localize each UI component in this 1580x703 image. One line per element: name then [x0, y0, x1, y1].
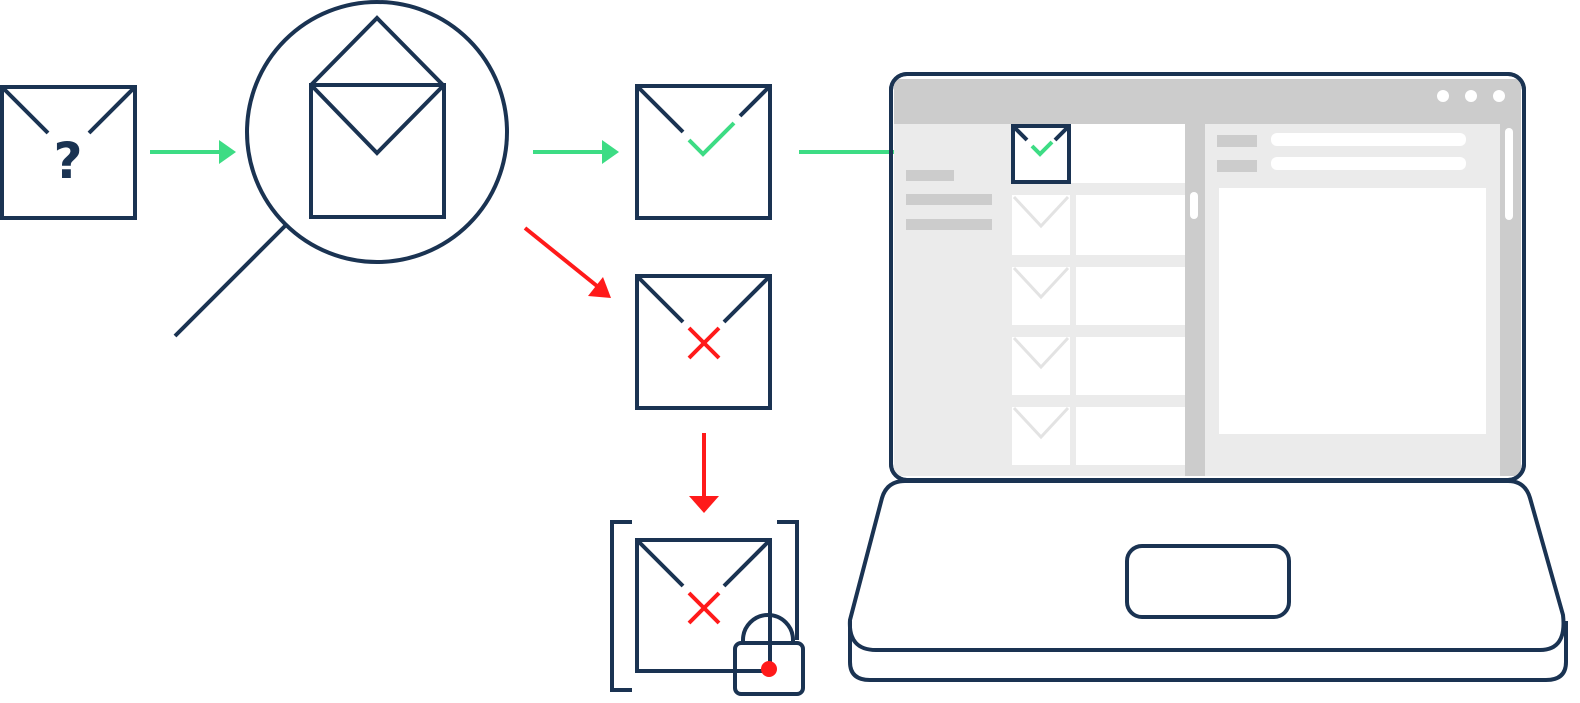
mail-client-screen [894, 79, 1521, 476]
list-scroll-thumb [1190, 192, 1198, 219]
list-scrollbar [1185, 124, 1205, 476]
header-value-placeholder [1271, 157, 1466, 170]
nav-placeholder [906, 194, 992, 205]
nav-placeholder [906, 170, 954, 181]
inbox-row-envelope-icon [1012, 336, 1070, 370]
nav-placeholder [906, 219, 992, 230]
inbox-row-envelope-icon [1012, 266, 1070, 300]
header-value-placeholder [1271, 133, 1466, 146]
envelope-question-icon: ? [0, 85, 137, 220]
pane-scroll-thumb [1505, 128, 1513, 220]
inbox-row-envelope-icon [1012, 195, 1070, 229]
message-list [1012, 124, 1185, 476]
window-dot-icon [1493, 90, 1505, 102]
envelope-x-icon [635, 274, 772, 410]
inbox-row-envelope-icon [1012, 406, 1070, 440]
reading-pane-body [1219, 188, 1486, 434]
header-label-placeholder [1217, 160, 1257, 172]
trackpad [1125, 544, 1291, 619]
laptop-icon [847, 72, 1568, 682]
delivered-envelope-check-icon [1011, 124, 1071, 184]
window-titlebar [894, 79, 1521, 124]
arrow-to-quarantine [689, 433, 719, 513]
magnifier-envelope-icon [173, 0, 509, 338]
question-mark: ? [53, 132, 82, 190]
arrow-to-rejected [523, 226, 611, 298]
window-dot-icon [1465, 90, 1477, 102]
arrow-to-scanner [150, 140, 236, 164]
laptop-base-lower [848, 621, 1568, 682]
window-dot-icon [1437, 90, 1449, 102]
header-label-placeholder [1217, 135, 1257, 147]
lock-icon [733, 613, 805, 696]
envelope-locked-icon [610, 520, 805, 696]
envelope-check-icon [635, 84, 772, 220]
arrow-to-accepted [533, 140, 619, 164]
laptop-base-top [847, 479, 1566, 652]
